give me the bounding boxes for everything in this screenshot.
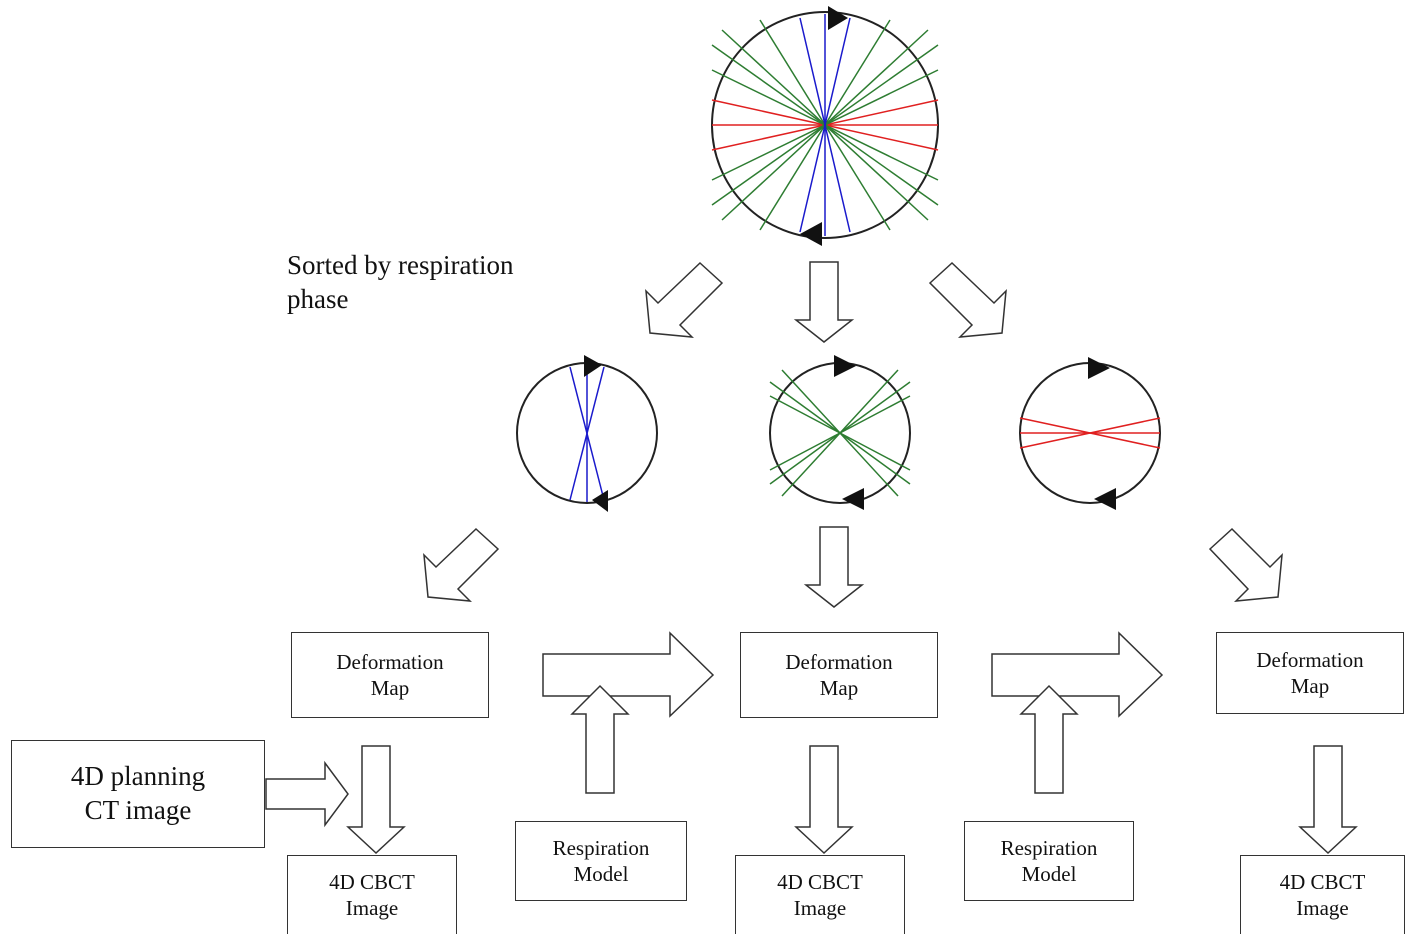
hollow-block-arrow-icon	[265, 760, 349, 828]
blue-projection-lines	[799, 14, 851, 236]
phase-to-map-arrows	[423, 526, 1283, 608]
hollow-block-arrow-icon	[1208, 527, 1283, 602]
sort-caption: Sorted by respiration phase	[287, 248, 513, 316]
box-label-line2: Model	[573, 862, 629, 886]
box-label-line1: Deformation	[1256, 647, 1364, 672]
box-label-line2: Map	[1290, 674, 1330, 698]
hollow-block-arrow-icon	[346, 745, 406, 855]
hollow-block-arrow-icon	[803, 526, 865, 608]
hollow-block-arrow-icon	[1019, 684, 1079, 794]
box-label-line2: CT image	[84, 795, 192, 825]
filled-triangle-icon	[800, 222, 822, 246]
box-label-line1: Respiration	[552, 835, 650, 860]
red-phase-circle	[1019, 357, 1161, 510]
sort-caption-line2: phase	[287, 284, 349, 314]
map-to-cbct-arrows	[346, 745, 1358, 855]
box-label-line2: Image	[1296, 896, 1349, 920]
full-scan-circle	[711, 6, 939, 246]
hollow-block-arrow-icon	[570, 684, 630, 794]
up-arrows	[570, 684, 1079, 794]
box-label-line1: 4D CBCT	[777, 869, 863, 894]
hollow-block-arrow-icon	[991, 631, 1164, 718]
filled-triangle-icon	[842, 488, 864, 510]
planning-arrow	[265, 760, 349, 828]
filled-triangle-icon	[1094, 488, 1116, 510]
hollow-block-arrow-icon	[928, 261, 1007, 338]
hollow-block-arrow-icon	[423, 527, 500, 602]
sort-arrows	[645, 261, 1007, 343]
hollow-block-arrow-icon	[542, 631, 715, 718]
box-label-line1: Respiration	[1000, 835, 1098, 860]
box-label-line2: Image	[793, 896, 847, 920]
hollow-block-arrow-icon	[793, 261, 855, 343]
filled-triangle-icon	[828, 6, 848, 30]
box-label-line2: Image	[345, 896, 399, 920]
hollow-block-arrow-icon	[794, 745, 854, 855]
filled-triangle-icon	[584, 355, 602, 377]
green-phase-circle	[769, 355, 911, 510]
box-label-line1: Deformation	[785, 649, 893, 674]
filled-triangle-icon	[592, 490, 608, 512]
blue-phase-circle	[516, 355, 658, 512]
box-label-line1: Deformation	[336, 649, 444, 674]
sort-caption-line1: Sorted by respiration	[287, 250, 514, 280]
hollow-block-arrow-icon	[1298, 745, 1358, 855]
filled-triangle-icon	[834, 355, 856, 377]
box-label-line2: Model	[1021, 862, 1077, 886]
box-label-line1: 4D CBCT	[1279, 869, 1366, 894]
box-label-line1: 4D planning	[70, 761, 206, 792]
box-label-line1: 4D CBCT	[329, 869, 415, 894]
box-label-line2: Map	[370, 676, 410, 700]
filled-triangle-icon	[1088, 357, 1110, 379]
box-label-line2: Map	[819, 676, 859, 700]
hollow-block-arrow-icon	[645, 261, 724, 338]
horizontal-arrows	[542, 631, 1164, 718]
